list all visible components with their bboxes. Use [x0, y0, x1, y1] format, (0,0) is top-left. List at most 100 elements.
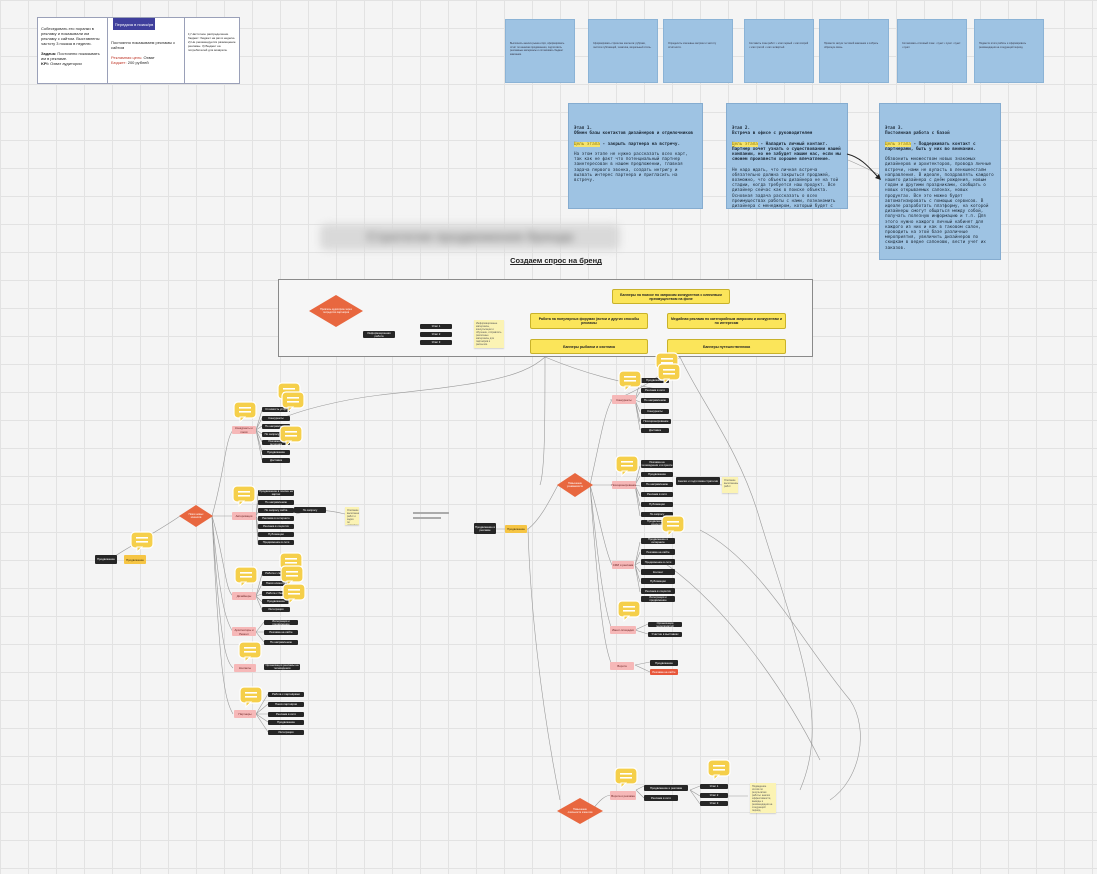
comment-icon[interactable] — [614, 767, 638, 789]
left-b4-item-3[interactable]: По направлению — [264, 640, 298, 645]
left-b2-item-7[interactable]: Продвижение в сети — [258, 540, 294, 545]
blue-note-2[interactable]: Сформировать стратегию контента: рубрики… — [588, 19, 658, 83]
right-root-child[interactable]: Продвижение — [505, 525, 527, 533]
frame-node-1[interactable]: Этап 1 — [420, 324, 452, 329]
right-c3-item-5[interactable]: Публикации — [641, 578, 675, 584]
right-c6-sub-3[interactable]: Этап 3 — [700, 801, 728, 806]
right-c5-item-2[interactable]: Реклама на сайте — [650, 669, 678, 675]
blue-note-3[interactable]: Определить ключевые метрики и частоту от… — [663, 19, 733, 83]
right-c4-item-1[interactable]: Организация мероприятий — [648, 622, 682, 627]
right-c1-item-1[interactable]: Продвижение — [641, 378, 669, 383]
left-root-child[interactable]: Продвижение — [124, 555, 146, 564]
right-branch-1[interactable]: Конкуренты — [612, 395, 636, 404]
right-c6-item-2[interactable]: Реклама в сети — [644, 795, 678, 801]
right-c6-note[interactable]: Подведение итогов по результатам работы:… — [750, 783, 776, 813]
right-c1-item-2[interactable]: Реклама в сети — [641, 388, 669, 393]
left-b4-item-2[interactable]: Реклама на сайте — [264, 630, 298, 635]
right-branch-3[interactable]: СМИ и реклама — [612, 561, 634, 569]
left-b2-item-1[interactable]: Продвижение в поиске на картах — [258, 490, 294, 496]
blue-note-7[interactable]: Подвести итоги работы и сформировать рек… — [974, 19, 1044, 83]
right-c6-sub-2[interactable]: Этап 2 — [700, 793, 728, 798]
right-branch-2[interactable]: Позиционирование — [611, 481, 637, 489]
left-b6-item-1[interactable]: Работа с партнёрами — [268, 692, 304, 697]
comment-icon[interactable] — [238, 641, 262, 663]
right-c5-item-1[interactable]: Продвижение — [650, 660, 678, 666]
right-c4-item-2[interactable]: Участие в выставках — [648, 632, 682, 637]
blue-note-4[interactable]: Составить план работ: • этап первый • эт… — [744, 19, 814, 83]
comment-icon[interactable] — [232, 485, 256, 507]
comment-icon[interactable] — [615, 455, 639, 477]
frame-info-node[interactable]: Информационная работа — [363, 331, 395, 338]
banner-fishing[interactable]: Баннеры рыбалки и охотника — [530, 339, 648, 354]
media-advertising[interactable]: Медийная реклама по категорийным запроса… — [667, 313, 786, 329]
left-branch-4[interactable]: Архитекторы и Ремонт — [232, 627, 256, 636]
right-c2-item-6[interactable]: По запросу — [641, 512, 673, 517]
frame-node-3[interactable]: Этап 3 — [420, 340, 452, 345]
left-branch-5[interactable]: Контакты — [234, 664, 256, 672]
left-b2-item-8[interactable]: По запросу — [294, 507, 326, 513]
left-b6-item-3[interactable]: Реклама в сети — [268, 712, 304, 717]
right-branch-4[interactable]: Ивент-площадки — [610, 626, 636, 634]
left-b1-item-4[interactable]: По запросу сайта — [262, 432, 290, 437]
left-root[interactable]: Продвижение — [95, 555, 117, 564]
right-branch-6[interactable]: Ворота и реклама — [610, 791, 636, 800]
right-c3-item-1[interactable]: Продвижение в интернете — [641, 538, 675, 544]
left-b1-item-3[interactable]: По направлению — [262, 424, 290, 429]
left-b4-item-1[interactable]: Интеграция и продвижение — [264, 620, 298, 625]
right-c6-sub-1[interactable]: Этап 1 — [700, 784, 728, 789]
left-diamond[interactable]: Поиск новых клиентов — [179, 505, 213, 527]
right-c2-item-5[interactable]: Публикации — [641, 502, 673, 507]
stage-card-1[interactable]: Этап 1. Обмен базы контактов дизайнеров … — [568, 103, 703, 209]
right-c2-item-3[interactable]: По направлению — [641, 482, 673, 487]
left-b6-item-4[interactable]: Продвижение — [268, 720, 304, 725]
right-c1-item-3[interactable]: По направлению — [641, 398, 669, 403]
frame-note[interactable]: Информационные материалы, консультации и… — [474, 320, 504, 348]
left-b2-item-4[interactable]: Реклама в интернете — [258, 516, 294, 521]
left-b2-item-2[interactable]: По направлению — [258, 500, 294, 505]
left-b1-item-2[interactable]: Конкуренты — [262, 416, 290, 421]
left-b1-item-5[interactable]: Реклама по регионам — [262, 440, 290, 445]
frame-node-2[interactable]: Этап 2 — [420, 332, 452, 337]
right-c2-item-7[interactable]: Продвижение в соцсетях — [641, 520, 673, 525]
left-b1-item-6[interactable]: Продвижение — [262, 450, 290, 455]
left-b2-note[interactable]: Описание выполненных работ и задач по на… — [345, 507, 359, 525]
comment-icon[interactable] — [282, 583, 306, 605]
comment-icon[interactable] — [281, 391, 305, 413]
bottom-diamond[interactable]: Повышение лояльности клиентов — [557, 798, 603, 824]
right-c3-item-6[interactable]: Реклама в соцсетях — [641, 588, 675, 594]
comment-icon[interactable] — [657, 363, 681, 385]
left-b6-item-2[interactable]: Поиск партнёров — [268, 702, 304, 707]
info-card-tag[interactable]: Передача в поиск/рв — [113, 18, 155, 30]
right-c1-item-6[interactable]: Доставка — [641, 428, 669, 433]
banner-competitors[interactable]: Баннеры на поиске по запросам конкуренто… — [612, 289, 730, 304]
right-diamond[interactable]: Повышение узнаваемости — [557, 473, 593, 497]
right-c3-item-2[interactable]: Реклама на сайте — [641, 549, 675, 555]
comment-icon[interactable] — [233, 401, 257, 423]
blue-note-1[interactable]: Выполнить анализ рынка и ЦА, сформироват… — [505, 19, 575, 83]
right-c2-item-4[interactable]: Реклама в сети — [641, 492, 673, 497]
left-b5-item-1[interactable]: Организация рекламы на телевидении — [264, 664, 300, 670]
left-branch-2[interactable]: Авторизация — [232, 512, 256, 520]
right-c2-item-1[interactable]: Реклама на телевидении и в прессе — [641, 460, 673, 468]
left-branch-1[interactable]: Конкуренты и поиск — [232, 426, 256, 434]
comment-icon[interactable] — [234, 566, 258, 588]
left-b3-item-4[interactable]: Продвижение — [262, 599, 290, 604]
left-branch-3[interactable]: Дизайнеры — [232, 592, 256, 600]
left-b1-item-7[interactable]: Доставка — [262, 458, 290, 463]
comment-icon[interactable] — [130, 531, 154, 553]
right-c1-item-5[interactable]: Позиционирование — [641, 419, 671, 424]
right-c2-item-2[interactable]: Продвижение — [641, 472, 673, 477]
comment-icon[interactable] — [617, 600, 641, 622]
right-c1-item-4[interactable]: Конкуренты — [641, 409, 669, 414]
forums-advertising[interactable]: Работа на популярных форумах (вотки и др… — [530, 313, 648, 329]
frame-diamond[interactable]: Привлечь аудиторию через посредство парт… — [309, 295, 363, 327]
left-b1-item-1[interactable]: Стоимость услуг — [262, 407, 290, 412]
left-b3-item-2[interactable]: Поиск клиентов — [262, 581, 290, 586]
stage-card-2[interactable]: Этап 2. Встреча в офисе с руководителем … — [726, 103, 848, 209]
right-c2-note[interactable]: Описание выполненных работ — [722, 477, 738, 493]
comment-icon[interactable] — [618, 370, 642, 392]
left-b3-item-3[interactable]: Работа с базой — [262, 591, 290, 596]
right-c6-item-1[interactable]: Продвижение и реклама — [644, 785, 688, 791]
comment-icon[interactable] — [239, 686, 263, 708]
right-root[interactable]: Продвижение в рекламе — [474, 523, 496, 534]
